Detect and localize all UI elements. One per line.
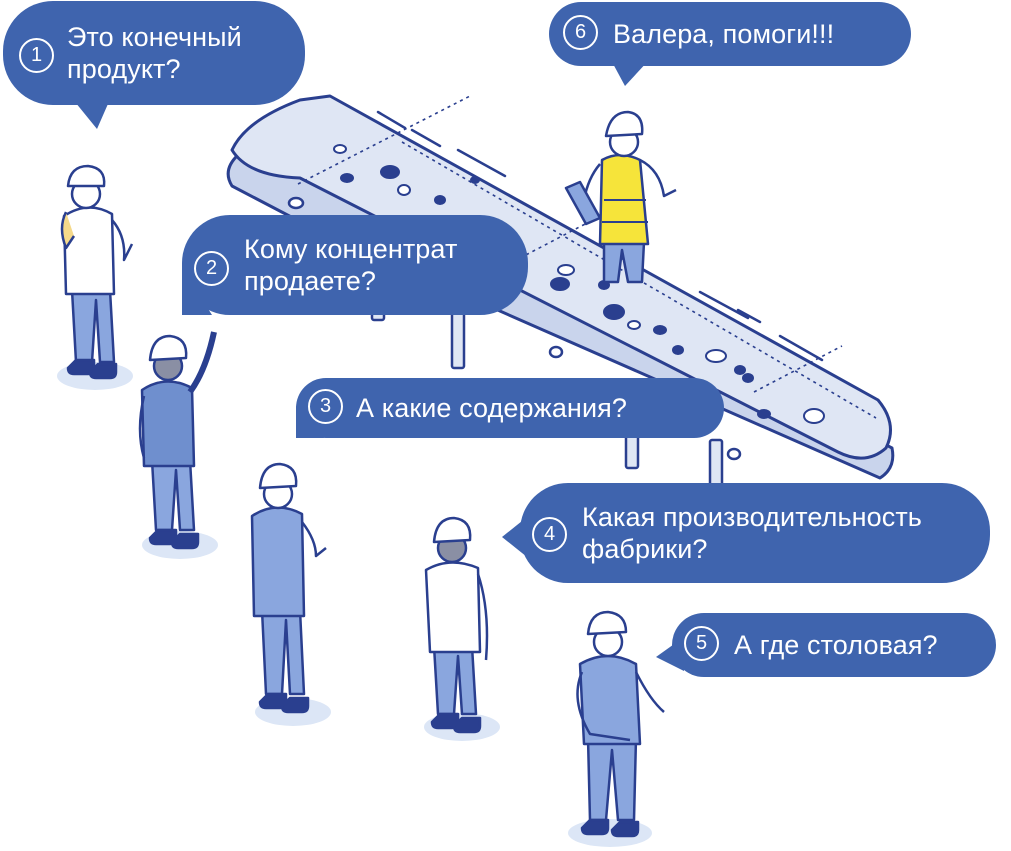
bubble-number: 5 bbox=[684, 626, 719, 661]
bubble-text: А какие содержания? bbox=[356, 393, 627, 423]
speech-bubble-2: 2 Кому концентрат продаете? bbox=[182, 215, 528, 315]
bubble-text: Валера, помоги!!! bbox=[613, 19, 835, 49]
bubble-shape bbox=[296, 378, 724, 438]
speech-bubble-3: 3 А какие содержания? bbox=[296, 378, 724, 438]
bubble-number: 3 bbox=[308, 389, 343, 424]
speech-bubble-6: 6 Валера, помоги!!! bbox=[549, 2, 911, 86]
bubble-number: 2 bbox=[194, 251, 229, 286]
visitor-man-pointing bbox=[138, 331, 217, 550]
ore-pieces bbox=[333, 144, 825, 424]
visitor-man-blue bbox=[250, 462, 327, 714]
motion-lines bbox=[376, 110, 824, 362]
belt-top bbox=[230, 94, 892, 460]
bubble-number: 4 bbox=[532, 517, 567, 552]
bubble-shape bbox=[549, 2, 911, 86]
visitor-woman bbox=[60, 164, 134, 380]
bubble-shape bbox=[502, 483, 990, 583]
bubble-number: 6 bbox=[563, 15, 598, 50]
bubble-number: 1 bbox=[19, 38, 54, 73]
bubble-shape bbox=[3, 1, 305, 129]
bubble-shape bbox=[182, 215, 528, 315]
speech-bubble-1: 1 Это конечный продукт? bbox=[3, 1, 305, 129]
visitor-man-white-shirt bbox=[424, 516, 489, 734]
bubble-text: Это конечный продукт? bbox=[67, 22, 242, 84]
bubble-shape bbox=[656, 613, 996, 677]
speech-bubble-4: 4 Какая производительность фабрики? bbox=[502, 483, 990, 583]
bubble-text: Кому концентрат продаете? bbox=[244, 234, 458, 296]
speech-bubble-5: 5 А где столовая? bbox=[656, 613, 996, 677]
visitor-man-front bbox=[576, 610, 665, 838]
bubble-text: А где столовая? bbox=[734, 630, 938, 660]
bubble-text: Какая производительность фабрики? bbox=[582, 502, 922, 564]
worker-in-vest bbox=[564, 110, 677, 284]
